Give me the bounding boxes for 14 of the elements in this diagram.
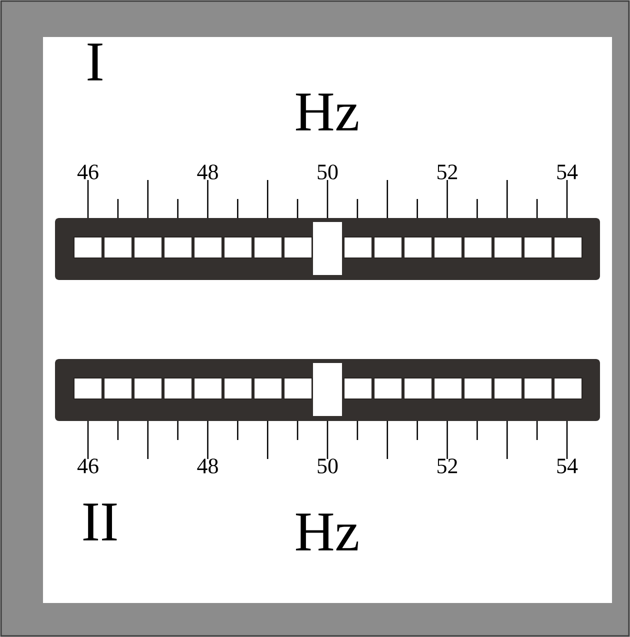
- meter-numeral: II: [83, 504, 117, 540]
- scale-number: 52: [438, 458, 458, 474]
- scale-number: 46: [77, 458, 98, 474]
- scale-number: 46: [77, 164, 98, 180]
- scale-number: 50: [318, 458, 338, 474]
- scale-number: 50: [318, 164, 338, 180]
- scale-number: 52: [438, 164, 458, 180]
- scale-number: 54: [557, 458, 578, 474]
- unit-label: Hz: [296, 514, 358, 550]
- unit-label: Hz: [296, 94, 358, 130]
- meter-numeral: I: [88, 44, 102, 80]
- scale-number: 48: [197, 164, 218, 180]
- scale-number: 54: [557, 164, 578, 180]
- scale-number: 48: [197, 458, 218, 474]
